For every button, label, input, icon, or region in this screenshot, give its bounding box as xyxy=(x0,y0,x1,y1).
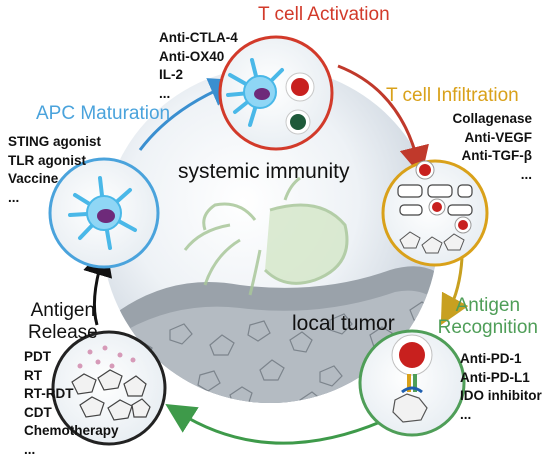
antigen-recognition-cell-illustration xyxy=(358,329,466,437)
agent-item: ... xyxy=(520,166,532,182)
apc-maturation-agents: STING agonist TLR agonist Vaccine ... xyxy=(8,133,101,207)
arrow-recognition-to-release xyxy=(165,404,386,445)
antigen-release-cell-illustration xyxy=(51,330,167,446)
t-cell-activation-agents: Anti-CTLA-4 Anti-OX40 IL-2 ... xyxy=(159,29,238,103)
t-cell-infiltration-agents: Collagenase Anti-VEGF Anti-TGF-β ... xyxy=(452,110,532,184)
agent-item: RT-RDT xyxy=(24,386,74,401)
arrow-activation-to-infiltration xyxy=(337,64,429,177)
local-tumor-label: local tumor xyxy=(292,312,395,335)
systemic-immunity-label: systemic immunity xyxy=(178,160,350,183)
agent-item: TLR agonist xyxy=(8,152,86,168)
antigen-release-title: Antigen Release xyxy=(28,300,98,344)
title-line: Release xyxy=(28,322,98,343)
agent-item: Collagenase xyxy=(452,111,532,126)
agent-item: Anti-OX40 xyxy=(159,48,225,64)
agent-item: IDO inhibitor xyxy=(460,388,542,403)
arrow-maturation-to-activation xyxy=(138,78,240,151)
agent-item: Anti-PD-L1 xyxy=(460,369,530,385)
agent-item: RT xyxy=(24,367,42,383)
t-cell-activation-cell-illustration xyxy=(218,35,334,151)
agent-item: Anti-TGF-β xyxy=(461,148,532,163)
agent-item: Chemotherapy xyxy=(24,423,119,438)
agent-item: Vaccine xyxy=(8,171,59,186)
agent-item: Anti-VEGF xyxy=(464,129,533,145)
agent-item: STING agonist xyxy=(8,134,102,149)
arrow-infiltration-to-recognition xyxy=(440,257,469,326)
apc-maturation-title: APC Maturation xyxy=(36,103,171,124)
t-cell-infiltration-cell-illustration xyxy=(381,159,489,267)
agent-item: Anti-CTLA-4 xyxy=(159,30,238,45)
agent-item: ... xyxy=(24,441,36,457)
agent-item: ... xyxy=(460,406,472,422)
agent-item: PDT xyxy=(24,349,51,364)
antigen-recognition-agents: Anti-PD-1 Anti-PD-L1 IDO inhibitor ... xyxy=(460,350,542,424)
t-cell-activation-title: T cell Activation xyxy=(258,4,390,25)
t-cell-infiltration-title: T cell Infiltration xyxy=(386,85,519,106)
agent-item: ... xyxy=(8,189,20,205)
antigen-recognition-title: Antigen Recognition xyxy=(438,295,538,339)
title-line: Recognition xyxy=(437,317,538,338)
agent-item: CDT xyxy=(24,404,52,420)
lymph-node-illustration xyxy=(183,176,349,296)
title-line: Antigen xyxy=(455,295,521,316)
agent-item: Anti-PD-1 xyxy=(460,351,522,366)
antigen-release-agents: PDT RT RT-RDT CDT Chemotherapy ... xyxy=(24,348,119,459)
title-line: Antigen xyxy=(30,300,96,321)
apc-maturation-cell-illustration xyxy=(48,157,160,269)
agent-item: IL-2 xyxy=(159,67,184,82)
agent-item: ... xyxy=(159,85,171,101)
